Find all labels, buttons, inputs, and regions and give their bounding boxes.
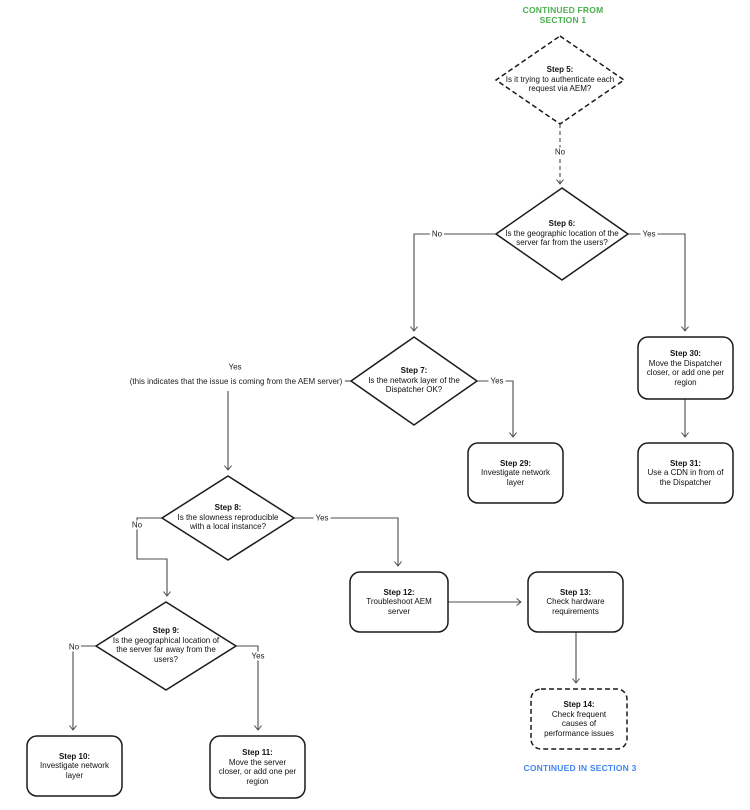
edge-label-step8-yes: Yes [313, 513, 331, 523]
step29-box-shape [467, 442, 564, 504]
connector-step7-step29 [477, 380, 517, 438]
step7-title: Step 7: [400, 366, 428, 375]
step9-text: Is the geographical location of the serv… [112, 635, 220, 664]
step31-title: Step 31: [669, 458, 702, 468]
step13-text: Check hardware requirements [546, 597, 605, 616]
step30-title: Step 30: [669, 349, 702, 358]
step11-title: Step 11: [242, 748, 273, 757]
step6-text: Is the geographic location of the server… [505, 228, 619, 248]
step5-text: Is it trying to authenticate each reques… [505, 74, 615, 94]
node-step9: Step 9: Is the geographical location of … [100, 626, 232, 664]
node-step29: Step 29: Investigate network layer [468, 443, 563, 503]
edge-label-step9-no: No [66, 642, 82, 652]
connector-step8-step12 [294, 517, 402, 567]
node-step14: Step 14: Check frequent causes of perfor… [531, 689, 627, 749]
step29-title: Step 29: [499, 458, 532, 468]
node-step13: Step 13: Check hardware requirements [528, 572, 623, 632]
step8-title: Step 8: [214, 503, 242, 512]
step8-diamond-shape [160, 475, 296, 561]
step30-box-shape [637, 336, 734, 400]
edge-note-step7-left: (this indicates that the issue is coming… [129, 377, 343, 386]
continued-from-section1-label: CONTINUED FROM SECTION 1 [522, 5, 604, 25]
step10-title: Step 10: [58, 751, 91, 761]
step9-diamond-shape [94, 601, 238, 691]
step14-text: Check frequent causes of performance iss… [544, 709, 614, 738]
step29-text: Investigate network layer [481, 468, 550, 487]
step12-box-shape [349, 571, 449, 633]
step7-text: Is the network layer of the Dispatcher O… [368, 375, 460, 395]
edge-label-step6-no: No [429, 229, 445, 239]
edge-label-step5-no: No [552, 147, 568, 157]
node-step7: Step 7: Is the network layer of the Disp… [352, 366, 476, 395]
edge-label-step8-no: No [129, 520, 145, 530]
step13-box-shape [527, 571, 624, 633]
continued-in-section3-label: CONTINUED IN SECTION 3 [523, 763, 637, 773]
node-step8: Step 8: Is the slowness reproducible wit… [163, 503, 293, 532]
step11-box-shape [209, 735, 306, 799]
connector-step8-step9 [136, 517, 171, 597]
node-step6: Step 6: Is the geographic location of th… [497, 219, 627, 248]
step10-box-shape [26, 735, 123, 797]
step30-text: Move the Dispatcher closer, or add one p… [646, 358, 725, 387]
node-step11: Step 11: Move the server closer, or add … [210, 736, 305, 798]
step5-diamond-shape [494, 35, 626, 125]
edge-label-step9-yes: Yes [249, 651, 267, 661]
step31-box-shape [637, 442, 734, 504]
edge-label-step7-left-yes: Yes [226, 362, 244, 372]
node-step31: Step 31: Use a CDN in from of the Dispat… [638, 443, 733, 503]
node-step5: Step 5: Is it trying to authenticate eac… [496, 65, 624, 94]
step9-title: Step 9: [152, 626, 180, 635]
connector-step9-step11 [236, 645, 262, 731]
step11-text: Move the server closer, or add one per r… [218, 757, 297, 786]
step13-title: Step 13: [559, 587, 592, 597]
node-step10: Step 10: Investigate network layer [27, 736, 122, 796]
step8-text: Is the slowness reproducible with a loca… [177, 512, 279, 532]
edge-label-step7-yes: Yes [488, 376, 506, 386]
connector-step9-step10 [69, 645, 96, 731]
step12-title: Step 12: [383, 587, 415, 597]
node-step30: Step 30: Move the Dispatcher closer, or … [638, 337, 733, 399]
step10-text: Investigate network layer [40, 761, 109, 780]
step6-title: Step 6: [548, 219, 576, 228]
node-step12: Step 12: Troubleshoot AEM server [350, 572, 448, 632]
step14-title: Step 14: [563, 700, 595, 709]
step14-box-shape [530, 688, 628, 750]
step7-diamond-shape [349, 336, 479, 426]
step12-text: Troubleshoot AEM server [366, 597, 432, 616]
connector-step6-step7 [410, 233, 496, 332]
step31-text: Use a CDN in from of the Dispatcher [647, 468, 724, 487]
edge-label-step6-yes: Yes [640, 229, 658, 239]
step5-title: Step 5: [546, 65, 574, 74]
connector-step6-step30 [628, 233, 689, 332]
step6-diamond-shape [494, 187, 630, 281]
